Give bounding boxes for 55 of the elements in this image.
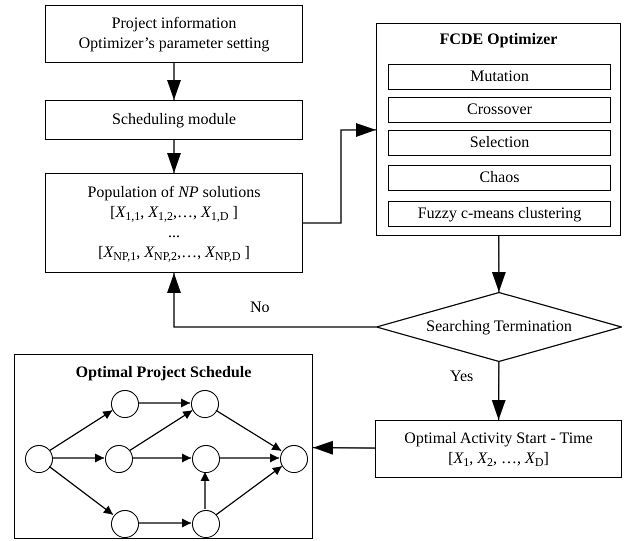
optimizer-panel: [376, 23, 621, 236]
arrow: [48, 466, 114, 516]
arrow: [138, 398, 190, 408]
arrow: [167, 273, 376, 328]
arrow: [216, 466, 282, 516]
step-box: [388, 201, 611, 227]
arrow: [492, 362, 506, 420]
arrow: [167, 140, 181, 173]
process-box: [45, 173, 303, 273]
arrow: [52, 454, 104, 462]
arrow: [492, 236, 506, 292]
step-box: [388, 165, 611, 191]
process-box: [375, 420, 622, 478]
node-text: Searching Termination: [426, 317, 572, 337]
network-node: [192, 445, 220, 473]
step-box: [388, 64, 611, 90]
network-node: [111, 390, 139, 418]
node-text: Optimizer’s parameter setting: [78, 34, 270, 54]
node-text: [X$_{NP,1}$, X$_{NP,2}$,…, X$_{NP,D}$ ]: [98, 243, 250, 263]
decision-diamond: [376, 292, 622, 362]
arrow: [313, 440, 375, 455]
arrow: [49, 410, 113, 451]
arrow: [129, 410, 193, 451]
network-node: [280, 445, 308, 473]
arrow: [132, 454, 191, 462]
network-node: [105, 445, 133, 473]
process-box: [45, 100, 303, 140]
step-box: [388, 130, 611, 156]
network-node: [111, 510, 139, 538]
node-text: Project information: [112, 14, 236, 34]
node-text: [X$_{1}$, X$_{2}$, …, X$_{D}$]: [448, 449, 549, 469]
panel-title: FCDE Optimizer: [438, 30, 558, 50]
network-node: [25, 445, 53, 473]
arrow: [216, 410, 282, 452]
network-node: [191, 390, 219, 418]
node-text: [X$_{1,1}$, X$_{1,2}$,…, X$_{1,D}$ ]: [110, 203, 238, 223]
node-text: Chaos: [480, 168, 520, 188]
node-text: Selection: [470, 133, 530, 153]
node-text: Mutation: [470, 67, 529, 87]
node-text: Scheduling module: [112, 110, 236, 130]
node-text: Fuzzy c-means clustering: [418, 204, 582, 224]
node-text: Crossover: [467, 100, 532, 120]
node-text: ...: [168, 223, 180, 243]
schedule-panel: [14, 354, 313, 539]
arrow: [167, 63, 181, 100]
arrow: [219, 454, 279, 462]
arrow: [303, 122, 376, 224]
process-box: [45, 5, 303, 63]
node-text: Optimal Activity Start - Time: [404, 429, 593, 449]
node-text: Population of NP solutions: [88, 183, 260, 203]
panel-title: Optimal Project Schedule: [74, 363, 252, 383]
arrow: [138, 518, 191, 528]
network-node: [192, 510, 220, 538]
step-box: [388, 97, 611, 123]
arrow: [200, 472, 210, 509]
